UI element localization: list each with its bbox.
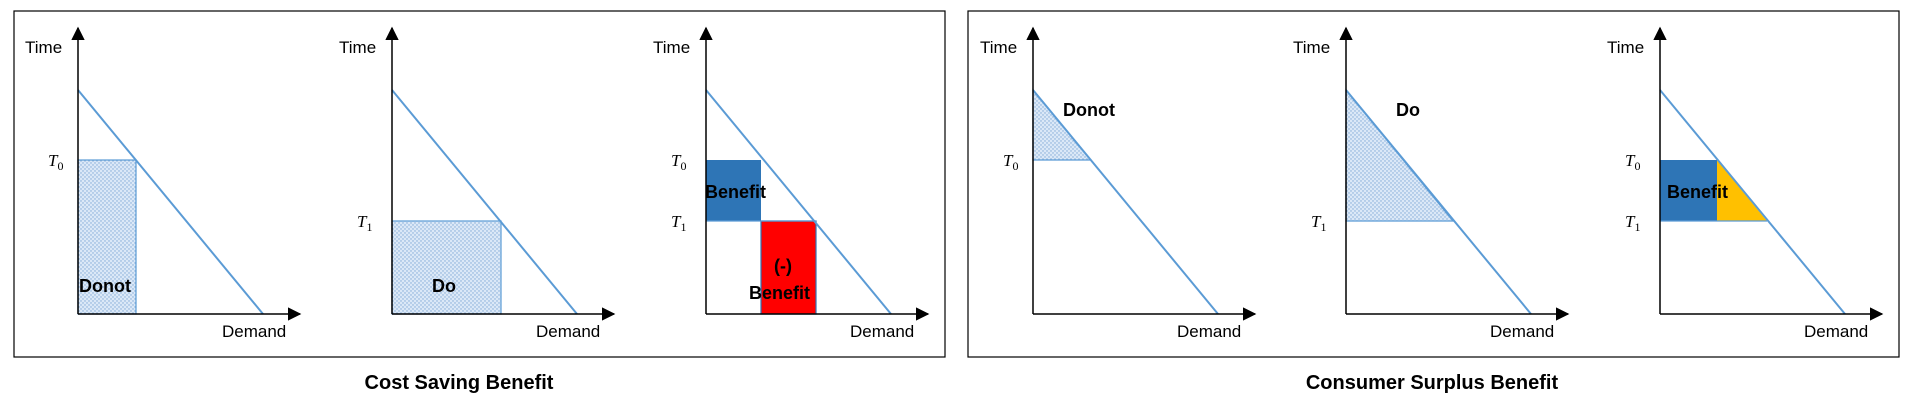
x-axis-label: Demand [1804, 322, 1868, 341]
t0-tick-label: T0 [1003, 151, 1018, 173]
t1-tick-label: T1 [1625, 212, 1640, 234]
cost-saving-panel-benefit: Time Demand T0 T1 Benefit (-) Benefit [653, 26, 930, 341]
y-axis-label: Time [339, 38, 376, 57]
donot-area-label: Donot [79, 276, 131, 296]
demand-curve [705, 89, 892, 315]
x-axis-label: Demand [850, 322, 914, 341]
benefit-label: Benefit [705, 182, 766, 202]
demand-curve [1032, 89, 1219, 315]
t1-tick-label: T1 [671, 212, 686, 234]
benefit-area [706, 160, 761, 221]
do-area-label: Do [432, 276, 456, 296]
consumer-surplus-panel-do: Time Demand T1 Do [1293, 26, 1570, 341]
benefit-area [1660, 160, 1717, 221]
consumer-surplus-frame [967, 10, 1900, 358]
negative-benefit-label-line1: (-) [774, 256, 792, 276]
do-area-label: Do [1396, 100, 1420, 120]
x-axis-label: Demand [1177, 322, 1241, 341]
demand-curve [1345, 89, 1532, 315]
negative-benefit-label-line2: Benefit [749, 283, 810, 303]
consumer-surplus-caption: Consumer Surplus Benefit [1306, 372, 1559, 394]
y-axis-label: Time [980, 38, 1017, 57]
x-axis-label: Demand [536, 322, 600, 341]
y-axis-label: Time [653, 38, 690, 57]
x-axis-label: Demand [222, 322, 286, 341]
negative-benefit-area [760, 220, 817, 315]
cost-saving-panel-do: Time Demand T1 Do [339, 26, 616, 341]
t0-tick-label: T0 [1625, 151, 1640, 173]
consumer-surplus-panel-benefit: Time Demand T0 T1 Benefit [1607, 26, 1884, 341]
t1-tick-label: T1 [1311, 212, 1326, 234]
t0-tick-label: T0 [671, 151, 686, 173]
y-axis-label: Time [1607, 38, 1644, 57]
demand-curve [391, 89, 578, 315]
x-axis-label: Demand [1490, 322, 1554, 341]
t0-tick-label: T0 [48, 151, 63, 173]
t1-tick-label: T1 [357, 212, 372, 234]
consumer-surplus-group: Time Demand T0 Donot Time Demand T1 Do T… [967, 10, 1900, 358]
cost-saving-caption: Cost Saving Benefit [365, 372, 554, 394]
y-axis-label: Time [1293, 38, 1330, 57]
cost-saving-group: Time Demand T0 Donot Time Demand T1 Do T… [13, 10, 946, 358]
benefit-label: Benefit [1667, 182, 1728, 202]
donot-area-label: Donot [1063, 100, 1115, 120]
y-axis-label: Time [25, 38, 62, 57]
demand-curve [1659, 89, 1846, 315]
do-cost-area [391, 220, 502, 315]
consumer-surplus-panel-donot: Time Demand T0 Donot [980, 26, 1257, 341]
cost-saving-panel-donot: Time Demand T0 Donot [25, 26, 302, 341]
demand-curve [77, 89, 264, 315]
cost-saving-frame [13, 10, 946, 358]
